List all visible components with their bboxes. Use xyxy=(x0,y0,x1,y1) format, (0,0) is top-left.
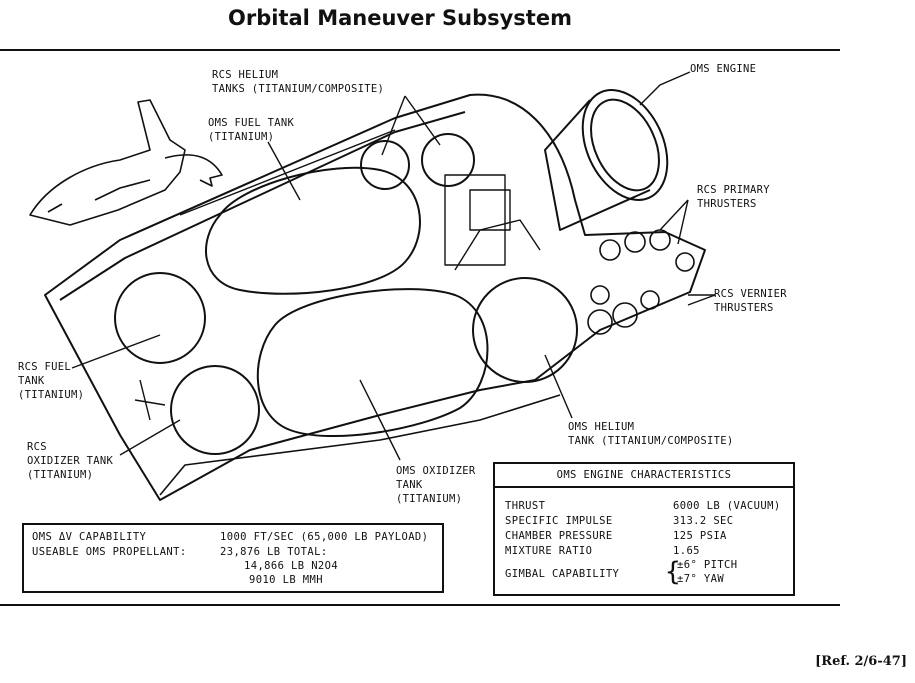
propellant-mmh: 9010 LB MMH xyxy=(249,574,323,586)
oms-helium-tank xyxy=(472,277,578,383)
oms-engine-nozzle xyxy=(544,89,669,231)
engine-row-value: 1.65 xyxy=(673,545,700,557)
label-oms-engine: OMS ENGINE xyxy=(690,63,757,75)
orbiter-illustration xyxy=(29,99,223,226)
oms-oxidizer-tank xyxy=(256,288,489,438)
rcs-helium-tank-1 xyxy=(360,140,410,190)
rcs-oxidizer-tank xyxy=(170,365,260,455)
oms-fuel-tank xyxy=(205,166,421,295)
page-title: Orbital Maneuver Subsystem xyxy=(228,6,572,30)
engine-characteristics-box: OMS ENGINE CHARACTERISTICS THRUST 6000 L… xyxy=(493,462,795,596)
engine-row-value: 6000 LB (VACUUM) xyxy=(673,500,781,512)
engine-row-label: MIXTURE RATIO xyxy=(505,545,593,557)
plumbing-cluster xyxy=(134,174,541,421)
capability-box: OMS ΔV CAPABILITY 1000 FT/SEC (65,000 LB… xyxy=(22,523,444,593)
dv-label: OMS ΔV CAPABILITY xyxy=(32,531,147,543)
reference-note: [Ref. 2/6-47] xyxy=(815,654,907,669)
dv-value: 1000 FT/SEC (65,000 LB PAYLOAD) xyxy=(220,531,429,543)
gimbal-pitch: ±6° PITCH xyxy=(677,559,738,571)
rcs-thruster-cluster xyxy=(587,229,695,335)
engine-row-value: 313.2 SEC xyxy=(673,515,734,527)
engine-row-label: THRUST xyxy=(505,500,546,512)
gimbal-yaw: ±7° YAW xyxy=(677,573,725,585)
engine-row-label: SPECIFIC IMPULSE xyxy=(505,515,613,527)
engine-row-label: CHAMBER PRESSURE xyxy=(505,530,613,542)
engine-row-value: 125 PSIA xyxy=(673,530,727,542)
bottom-divider xyxy=(0,604,840,606)
rcs-fuel-tank xyxy=(114,272,206,364)
propellant-n2o4: 14,866 LB N2O4 xyxy=(244,560,339,572)
gimbal-brace: { xyxy=(665,557,682,587)
propellant-total: 23,876 LB TOTAL: xyxy=(220,546,328,558)
propellant-label: USEABLE OMS PROPELLANT: xyxy=(32,546,187,558)
engine-header: OMS ENGINE CHARACTERISTICS xyxy=(495,464,793,488)
top-divider xyxy=(0,49,840,51)
label-oms-fuel-tank: OMS FUEL TANK(TITANIUM) xyxy=(208,117,295,143)
pod-outline xyxy=(44,93,706,501)
gimbal-label: GIMBAL CAPABILITY xyxy=(505,568,620,580)
rcs-helium-tank-2 xyxy=(421,133,475,187)
